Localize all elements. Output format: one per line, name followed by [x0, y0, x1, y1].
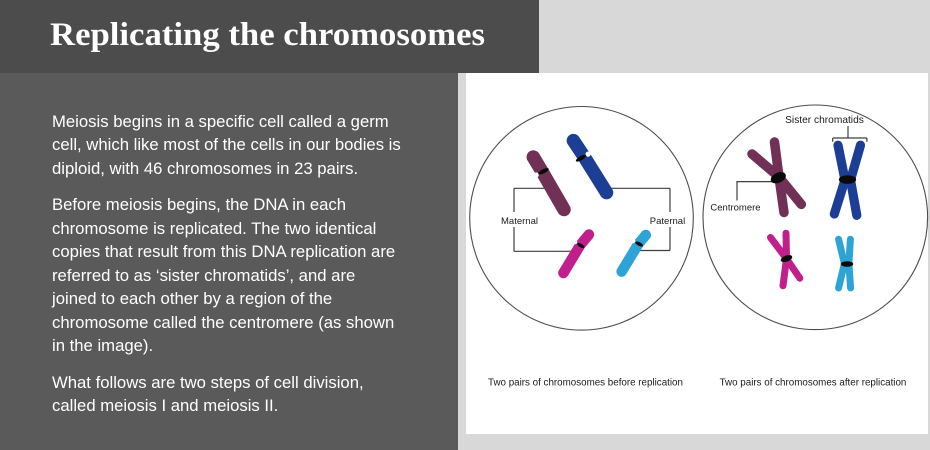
svg-text:Sister chromatids: Sister chromatids: [785, 115, 864, 126]
svg-text:Paternal: Paternal: [650, 216, 685, 227]
svg-text:Two pairs of chromosomes after: Two pairs of chromosomes after replicati…: [720, 378, 907, 389]
svg-text:Two pairs of chromosomes befor: Two pairs of chromosomes before replicat…: [488, 378, 683, 389]
svg-text:Maternal: Maternal: [501, 216, 538, 227]
svg-text:Centromere: Centromere: [710, 202, 760, 213]
